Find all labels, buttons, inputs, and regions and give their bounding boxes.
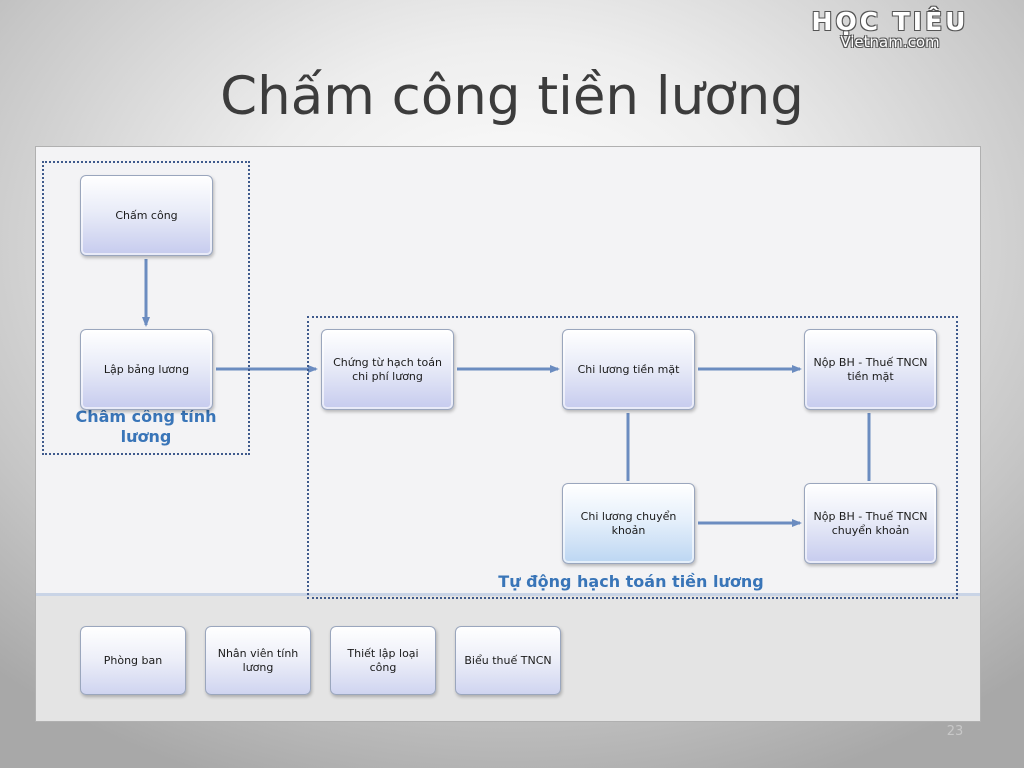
payroll-sheet-node[interactable]: Lập bảng lương bbox=[80, 329, 213, 410]
accounting-group bbox=[307, 316, 958, 599]
pit-tax-table-button[interactable]: Biểu thuế TNCN bbox=[455, 626, 561, 695]
logo-site-text: Vietnam.com bbox=[840, 33, 940, 51]
cash-payment-node[interactable]: Chi lương tiền mặt bbox=[562, 329, 695, 410]
departments-button[interactable]: Phòng ban bbox=[80, 626, 186, 695]
payroll-employees-button[interactable]: Nhân viên tính lương bbox=[205, 626, 311, 695]
work-type-setup-button[interactable]: Thiết lập loại công bbox=[330, 626, 436, 695]
bank-transfer-node[interactable]: Chi lương chuyển khoản bbox=[562, 483, 695, 564]
page-number: 23 bbox=[946, 724, 964, 739]
payroll-group-label: Chấm công tính lương bbox=[75, 407, 217, 446]
slide-title: Chấm công tiền lương bbox=[220, 66, 804, 127]
accrual-voucher-node[interactable]: Chứng từ hạch toán chi phí lương bbox=[321, 329, 454, 410]
insurance-tax-cash-node[interactable]: Nộp BH - Thuế TNCN tiền mặt bbox=[804, 329, 937, 410]
flow-connectors bbox=[142, 259, 871, 527]
insurance-tax-transfer-node[interactable]: Nộp BH - Thuế TNCN chuyển khoản bbox=[804, 483, 937, 564]
accounting-group-label: Tự động hạch toán tiền lương bbox=[498, 572, 764, 591]
logo-brand-text: HỌC TIÊU bbox=[811, 7, 969, 36]
workflow-panel: Chấm công tính lương Tự động hạch toán t… bbox=[35, 146, 981, 722]
timesheet-node[interactable]: Chấm công bbox=[80, 175, 213, 256]
brand-logo: HỌC TIÊU Vietnam.com bbox=[800, 7, 980, 51]
payroll-group bbox=[42, 161, 250, 455]
